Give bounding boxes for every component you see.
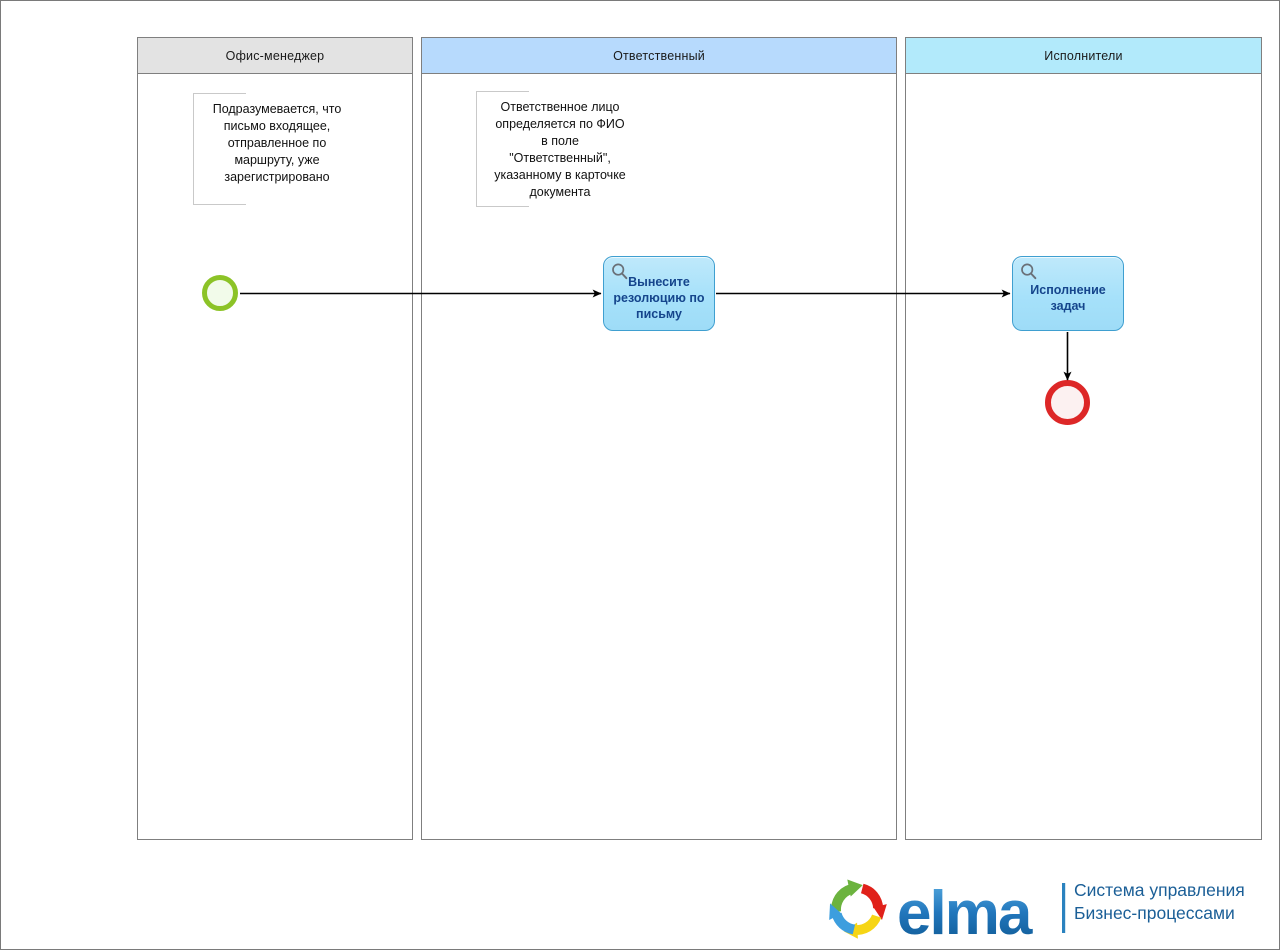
annotation-responsible[interactable]: Ответственное лицо определяется по ФИО в…: [476, 91, 626, 207]
lane-label-performers: Исполнители: [1044, 48, 1123, 63]
svg-text:elma: elma: [897, 879, 1033, 945]
lane-header-performers: Исполнители: [906, 38, 1261, 74]
lane-label-responsible: Ответственный: [613, 48, 705, 63]
annotation-text-office-manager: Подразумевается, что письмо входящее, от…: [212, 102, 342, 184]
magnifier-icon: [1019, 262, 1039, 282]
task-resolution[interactable]: Вынесите резолюцию по письму: [603, 256, 715, 331]
annotation-office-manager[interactable]: Подразумевается, что письмо входящее, от…: [193, 93, 341, 205]
task-execution[interactable]: Исполнение задач: [1012, 256, 1124, 331]
lane-header-responsible: Ответственный: [422, 38, 896, 74]
start-event[interactable]: [202, 275, 238, 311]
annotation-text-responsible: Ответственное лицо определяется по ФИО в…: [494, 100, 626, 199]
task-label-execution: Исполнение задач: [1030, 282, 1106, 313]
elma-logo: elma Система управления Бизнес-процессам…: [821, 873, 1273, 948]
task-label-resolution: Вынесите резолюцию по письму: [613, 274, 705, 321]
logo-tagline: Система управления Бизнес-процессами: [1074, 880, 1245, 923]
lane-body-performers: [906, 74, 1261, 839]
elma-wordmark: elma: [897, 879, 1035, 948]
end-event[interactable]: [1045, 380, 1090, 425]
elma-ring-icon: [829, 879, 887, 939]
lane-header-office-manager: Офис-менеджер: [138, 38, 412, 74]
lane-office-manager[interactable]: Офис-менеджер: [137, 37, 413, 840]
lane-responsible[interactable]: Ответственный: [421, 37, 897, 840]
lane-label-office-manager: Офис-менеджер: [225, 48, 325, 63]
elma-logo-graphic: elma: [829, 879, 1066, 948]
magnifier-icon: [610, 262, 630, 282]
logo-divider: [1062, 883, 1066, 933]
lane-performers[interactable]: Исполнители: [905, 37, 1262, 840]
